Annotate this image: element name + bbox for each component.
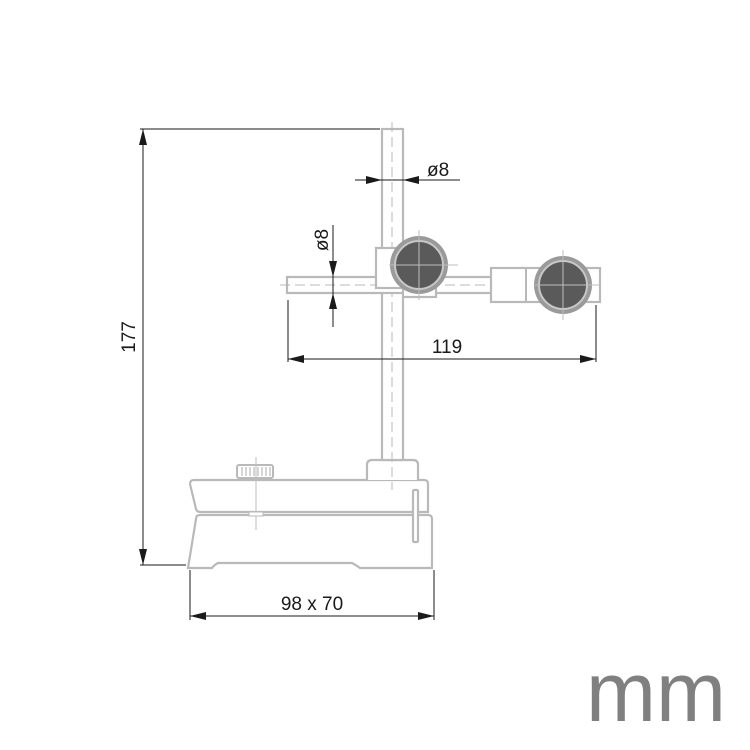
base-lower: [186, 513, 434, 570]
arm-length-label: 119: [432, 337, 462, 358]
rod-diameter-dimension: ø8: [355, 160, 460, 184]
arm-diameter-dimension: ø8: [312, 225, 337, 327]
arm-length-dimension: 119: [287, 300, 597, 363]
clamp-knob-left: [389, 230, 458, 300]
rod-diameter-label: ø8: [427, 160, 449, 181]
unit-label: mm: [586, 645, 726, 739]
arm-diameter-label: ø8: [312, 229, 333, 251]
base-upper: [188, 478, 430, 514]
height-label: 177: [119, 321, 140, 353]
base-size-label: 98 x 70: [281, 594, 343, 615]
base-dimension: 98 x 70: [189, 570, 435, 620]
height-dimension: 177: [119, 128, 380, 566]
clamp-knob-right: [534, 250, 600, 320]
lock-lever: [411, 488, 420, 544]
